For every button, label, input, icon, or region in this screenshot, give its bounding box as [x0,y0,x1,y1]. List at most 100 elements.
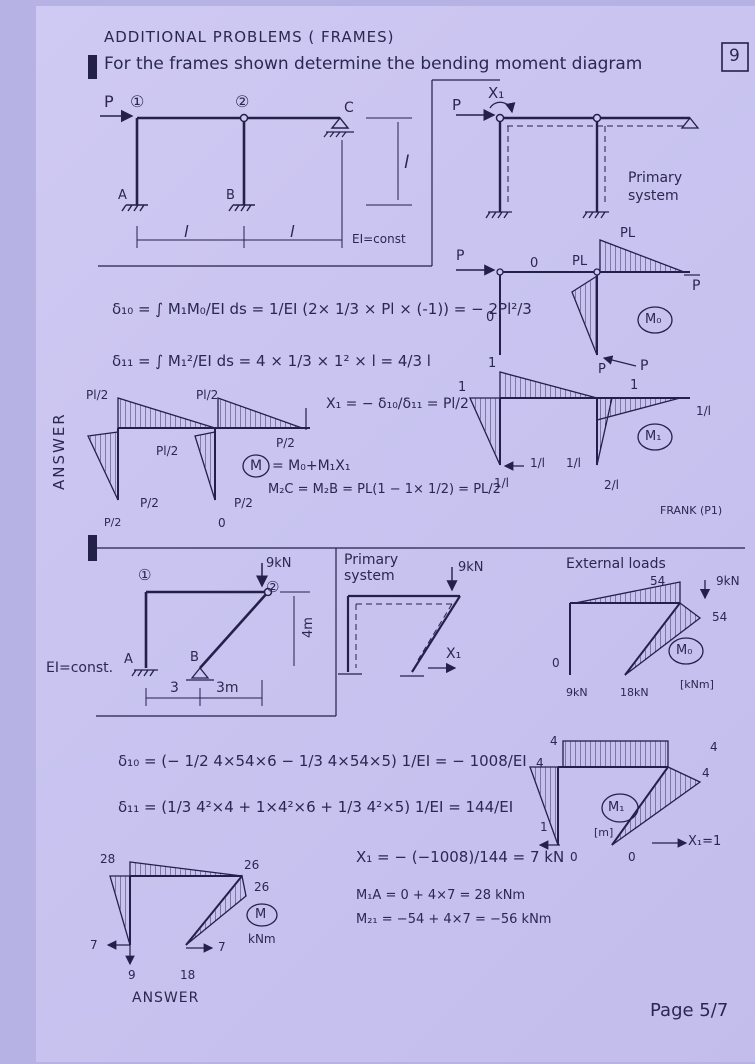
p2-ext-r2: 18kN [620,686,649,699]
m0-p-mid: P [640,358,649,374]
task-statement: For the frames shown determine the bendi… [104,54,643,74]
p2-node-1: ① [138,566,152,584]
p2-base-1: 3 [170,680,179,696]
p2-m1-4d: 4 [702,766,710,780]
ans2-m-name: M [255,907,267,922]
ans-p2-a: P/2 [276,436,295,450]
p2-primary-load: 9kN [458,560,484,575]
p2-m1-r0b: 0 [628,850,636,864]
m1-1l-b: 1/l [530,456,546,470]
height-l-label: l [404,152,410,173]
p2-height: 4m [300,617,316,638]
primary-p-label: P [452,96,462,114]
notebook-page [36,6,755,1062]
bullet-mark [88,535,97,561]
p2-ext-54b: 54 [712,610,728,624]
p2-m1-4c: 4 [536,756,544,770]
m-answer-diagram-2 [106,861,278,966]
primary-system-2 [338,567,461,677]
p2-primary-title-2: system [344,568,395,584]
eq-delta11-p1: δ₁₁ = ∫ M₁²/EI ds = 4 × 1/3 × 1² × l = 4… [112,352,431,370]
p2-ext-load: 9kN [716,574,740,588]
answer-label-2: ANSWER [132,990,200,1006]
primary-system-1 [456,101,700,219]
p2-node-2: ② [266,578,280,596]
primary-note-2: system [628,188,679,204]
eq-x1-p2: X₁ = − (−1008)/144 = 7 kN [356,848,565,866]
p2-m1-4a: 4 [550,734,558,748]
support-a-label: A [118,188,127,203]
m1-one-a: 1 [458,380,467,395]
m0-p-down: P [598,362,606,377]
ans2-28: 28 [100,852,116,866]
ans2-18: 18 [180,968,196,982]
m0-pl-mid: PL [572,254,588,269]
m1-one-b: 1 [488,356,497,371]
m1-name: M₁ [645,429,662,444]
m-answer-diagram-1 [87,397,310,501]
ans-m-name: M [250,458,263,474]
p2-load: 9kN [266,556,292,571]
ans2-9: 9 [128,968,136,982]
answer-label-1: ANSWER [50,412,68,490]
eq-delta10-p1: δ₁₀ = ∫ M₁M₀/EI ds = 1/EI (2× 1/3 × Pl ×… [112,300,532,318]
p2-support-b: B [190,650,199,665]
m0-name: M₀ [645,312,662,327]
m0-diagram [456,239,700,367]
p2-m1-1: 1 [540,820,548,834]
ans2-7a: 7 [90,938,98,952]
p2-primary-title-1: Primary [344,552,399,568]
m0-zero-left: 0 [486,310,495,325]
eq-delta10-p2: δ₁₀ = (− 1/2 4×54×6 − 1/3 4×54×5) 1/EI =… [118,752,527,770]
m1-1l-c: 1/l [566,456,582,470]
m0-diagram-2 [569,580,711,676]
m0-p-right: P [692,278,701,294]
span-l1-label: l [184,222,189,241]
eq-m-sum: = M₀+M₁X₁ [272,458,351,474]
page-box-number: 9 [729,46,740,66]
primary-note-1: Primary [628,170,683,186]
frame-1-diagram [100,109,412,248]
p2-m1-r0a: 0 [570,850,578,864]
credit-label: FRANK (P1) [660,504,723,517]
ans2-26b: 26 [254,880,270,894]
m1-one-c: 1 [630,378,639,393]
eq-m2c: M₂C = M₂B = PL(1 − 1× 1/2) = PL/2 [268,482,501,497]
m1-2l: 2/l [604,478,620,492]
m0-zero-top: 0 [530,256,539,271]
ans-pl2-c: Pl/2 [156,444,179,458]
eq-m1a: M₁A = 0 + 4×7 = 28 kNm [356,888,526,903]
ans-p-half: P/2 [104,516,122,529]
support-b-label: B [226,188,235,203]
m0-p-left: P [456,248,465,264]
bullet-mark [88,55,97,79]
p2-ext-54a: 54 [650,574,666,588]
ans2-unit: kNm [248,932,276,946]
p2-ei: EI=const. [46,660,114,676]
ans-pl2-b: Pl/2 [196,388,219,402]
load-p-label: P [104,92,114,111]
eq-m21: M₂₁ = −54 + 4×7 = −56 kNm [356,912,552,927]
p2-ext-title: External loads [566,556,666,572]
ans-zero: 0 [218,516,226,530]
span-l2-label: l [290,222,295,241]
p2-m1-unit: [m] [594,826,614,839]
p2-ext-zero: 0 [552,656,560,670]
m1-1l-a: 1/l [696,404,712,418]
p2-m0-unit: [kNm] [680,678,714,691]
p2-primary-x1: X₁ [446,646,462,662]
p2-support-a: A [124,652,133,667]
ans-pl2-a: Pl/2 [86,388,109,402]
page-number: Page 5/7 [650,1000,729,1021]
eq-delta11-p2: δ₁₁ = (1/3 4²×4 + 1×4²×6 + 1/3 4²×5) 1/E… [118,798,514,816]
page-heading: ADDITIONAL PROBLEMS ( FRAMES) [104,28,395,46]
p2-base-2: 3m [216,680,239,696]
p2-m1-name: M₁ [608,800,625,815]
m1-diagram-1 [468,371,690,471]
page-number-box [721,42,749,72]
node-2-label: ② [235,92,250,111]
p2-m0-name: M₀ [676,643,693,658]
ans2-7b: 7 [218,940,226,954]
m0-pl-top: PL [620,226,636,241]
